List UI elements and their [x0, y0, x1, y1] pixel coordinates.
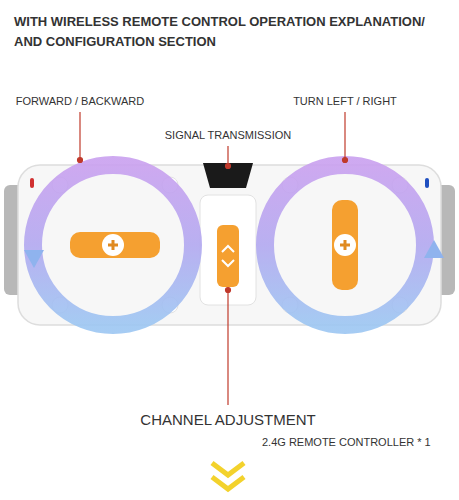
control-label: TURN LEFT / RIGHT	[293, 95, 397, 108]
control-label: CHANNEL ADJUSTMENT	[140, 411, 315, 429]
quantity-note: 2.4G REMOTE CONTROLLER * 1	[262, 436, 431, 449]
control-label: SIGNAL TRANSMISSION	[165, 129, 292, 142]
control-label: FORWARD / BACKWARD	[16, 95, 145, 108]
page-title: WITH WIRELESS REMOTE CONTROL OPERATION E…	[14, 12, 444, 52]
